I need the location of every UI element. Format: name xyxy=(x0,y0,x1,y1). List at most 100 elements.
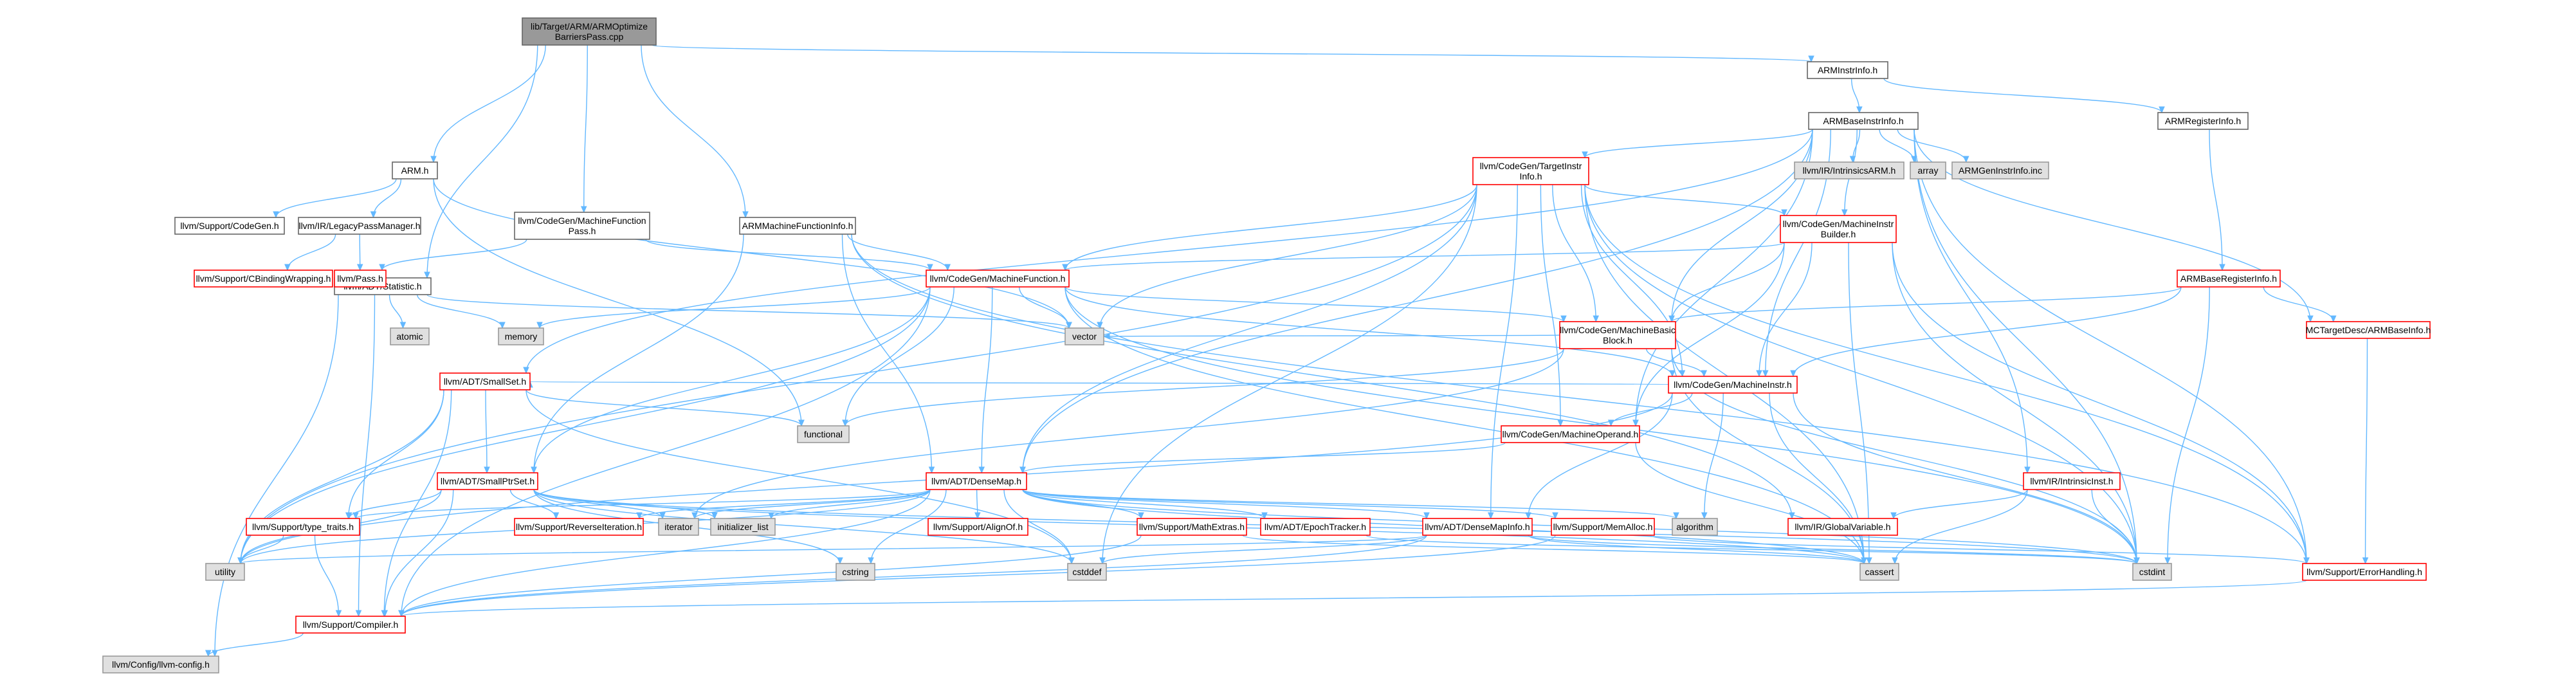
node-codegen[interactable]: llvm/Support/CodeGen.h xyxy=(174,217,285,235)
node-globalvariable[interactable]: llvm/IR/GlobalVariable.h xyxy=(1787,518,1898,536)
node-label: iterator xyxy=(664,522,693,532)
node-typetraits[interactable]: llvm/Support/type_traits.h xyxy=(246,518,360,536)
node-intrinsicsarm: llvm/IR/IntrinsicsARM.h xyxy=(1794,161,1905,179)
edge-armbaseinstrinfo-to-tii xyxy=(1582,129,1813,159)
node-mathextras[interactable]: llvm/Support/MathExtras.h xyxy=(1137,518,1247,536)
edge-epochtracker-to-cstdint xyxy=(1366,535,2140,565)
edge-mf-to-vector xyxy=(1019,286,1072,329)
node-pass[interactable]: llvm/Pass.h xyxy=(334,270,387,288)
node-label: MCTargetDesc/ARMBaseInfo.h xyxy=(2306,325,2431,335)
edge-tii-to-densemapinfo xyxy=(1487,184,1518,520)
edge-mfp-to-mf xyxy=(645,239,933,271)
edge-arminstrinfo-to-armbaseinstrinfo xyxy=(1850,78,1863,114)
edge-densemap-to-cstddef xyxy=(1003,489,1075,565)
node-densemap[interactable]: llvm/ADT/DenseMap.h xyxy=(926,472,1027,490)
node-array: array xyxy=(1910,161,1946,179)
node-armregisterinfo[interactable]: ARMRegisterInfo.h xyxy=(2157,112,2249,130)
node-label: cstdint xyxy=(2139,567,2166,577)
node-functional: functional xyxy=(797,425,850,443)
node-densemapinfo[interactable]: llvm/ADT/DenseMapInfo.h xyxy=(1422,518,1533,536)
node-mo[interactable]: llvm/CodeGen/MachineOperand.h xyxy=(1501,425,1640,443)
node-label: ARM.h xyxy=(401,165,429,176)
edge-armmfi-to-densemap xyxy=(841,234,935,474)
node-label: llvm/Support/MemAlloc.h xyxy=(1553,522,1653,532)
edge-smallptrset-to-typetraits xyxy=(345,489,442,520)
node-mf[interactable]: llvm/CodeGen/MachineFunction.h xyxy=(926,270,1070,288)
node-smallset[interactable]: llvm/ADT/SmallSet.h xyxy=(439,372,531,390)
edge-root-to-arm_h xyxy=(430,44,546,163)
edge-arm_h-to-codegen xyxy=(273,178,397,219)
node-label: Builder.h xyxy=(1821,229,1856,239)
edge-armbaseinstrinfo-to-array xyxy=(1879,129,1917,163)
node-box xyxy=(797,425,850,443)
node-label: vector xyxy=(1072,331,1097,342)
node-errorhandling[interactable]: llvm/Support/ErrorHandling.h xyxy=(2302,563,2427,581)
node-armmfi[interactable]: ARMMachineFunctionInfo.h xyxy=(739,217,856,235)
node-atomic: atomic xyxy=(390,327,430,345)
edge-densemapinfo-to-cstddef xyxy=(1099,535,1427,565)
node-root[interactable]: lib/Target/ARM/ARMOptimizeBarriersPass.c… xyxy=(522,17,657,46)
edge-smallset-to-typetraits xyxy=(345,389,444,520)
node-box xyxy=(295,616,406,634)
node-memalloc[interactable]: llvm/Support/MemAlloc.h xyxy=(1551,518,1655,536)
node-box xyxy=(2157,112,2249,130)
node-label: Info.h xyxy=(1519,171,1542,181)
node-alignof[interactable]: llvm/Support/AlignOf.h xyxy=(927,518,1028,536)
edge-mf-to-memory xyxy=(536,286,931,329)
edge-densemap-to-memalloc xyxy=(1022,489,1558,520)
node-label: atomic xyxy=(396,331,423,342)
node-cstddef: cstddef xyxy=(1067,563,1107,581)
edge-armbaseinstrinfo-to-cstdint xyxy=(1914,129,2140,565)
edge-densemap-to-reverseiter xyxy=(636,489,931,520)
node-intrinsicinst[interactable]: llvm/IR/IntrinsicInst.h xyxy=(2023,472,2121,490)
node-label: algorithm xyxy=(1676,522,1713,532)
node-label: llvm/IR/GlobalVariable.h xyxy=(1795,522,1890,532)
edge-mbb-to-functional xyxy=(842,348,1564,427)
node-armbaseinstrinfo[interactable]: ARMBaseInstrInfo.h xyxy=(1808,112,1919,130)
node-smallptrset[interactable]: llvm/ADT/SmallPtrSet.h xyxy=(437,472,538,490)
node-epochtracker[interactable]: llvm/ADT/EpochTracker.h xyxy=(1260,518,1371,536)
node-box xyxy=(437,472,538,490)
edge-armregisterinfo-to-armbaseregisterinfo xyxy=(2209,129,2225,271)
node-cbinding[interactable]: llvm/Support/CBindingWrapping.h xyxy=(194,270,333,288)
edge-densemapinfo-to-compiler xyxy=(398,535,1427,618)
node-box xyxy=(658,518,699,536)
node-box xyxy=(1787,518,1898,536)
node-label: llvm/IR/IntrinsicsARM.h xyxy=(1803,165,1896,176)
edge-mib-to-mbb xyxy=(1668,242,1785,323)
node-label: cstring xyxy=(842,567,868,577)
node-mi[interactable]: llvm/CodeGen/MachineInstr.h xyxy=(1668,376,1798,394)
node-label: ARMBaseInstrInfo.h xyxy=(1823,116,1903,126)
edge-armbaseregisterinfo-to-mbb xyxy=(1668,286,2182,323)
node-mcarmbaseinfo[interactable]: MCTargetDesc/ARMBaseInfo.h xyxy=(2306,321,2431,339)
nodes-layer: lib/Target/ARM/ARMOptimizeBarriersPass.c… xyxy=(102,17,2431,673)
node-box xyxy=(298,217,421,235)
edge-smallset-to-functional xyxy=(525,389,805,427)
node-legacypm[interactable]: llvm/IR/LegacyPassManager.h xyxy=(298,217,421,235)
node-utility: utility xyxy=(205,563,245,581)
node-arminstrinfo[interactable]: ARMInstrInfo.h xyxy=(1807,61,1888,79)
node-label: initializer_list xyxy=(717,522,768,532)
edge-statistic-to-memory xyxy=(417,294,506,329)
edge-root-to-statistic xyxy=(424,44,538,279)
node-label: ARMInstrInfo.h xyxy=(1818,65,1877,75)
edge-mib-to-mf xyxy=(1062,242,1785,271)
node-arm_h[interactable]: ARM.h xyxy=(392,161,438,179)
edge-typetraits-to-compiler xyxy=(314,535,342,618)
node-label: llvm/CodeGen/MachineBasic xyxy=(1560,325,1676,335)
edge-densemapinfo-to-cstdint xyxy=(1528,535,2140,565)
edge-root-to-arminstrinfo xyxy=(652,44,1814,63)
node-reverseiter[interactable]: llvm/Support/ReverseIteration.h xyxy=(514,518,644,536)
node-box xyxy=(1422,518,1533,536)
node-label: llvm/Support/CodeGen.h xyxy=(180,221,279,231)
node-box xyxy=(514,518,644,536)
edge-smallptrset-to-compiler xyxy=(381,489,454,618)
node-compiler[interactable]: llvm/Support/Compiler.h xyxy=(295,616,406,634)
node-armbaseregisterinfo[interactable]: ARMBaseRegisterInfo.h xyxy=(2177,270,2281,288)
edge-smallset-to-smallptrset xyxy=(484,389,490,474)
edge-tii-to-errorhandling xyxy=(1584,184,2310,565)
